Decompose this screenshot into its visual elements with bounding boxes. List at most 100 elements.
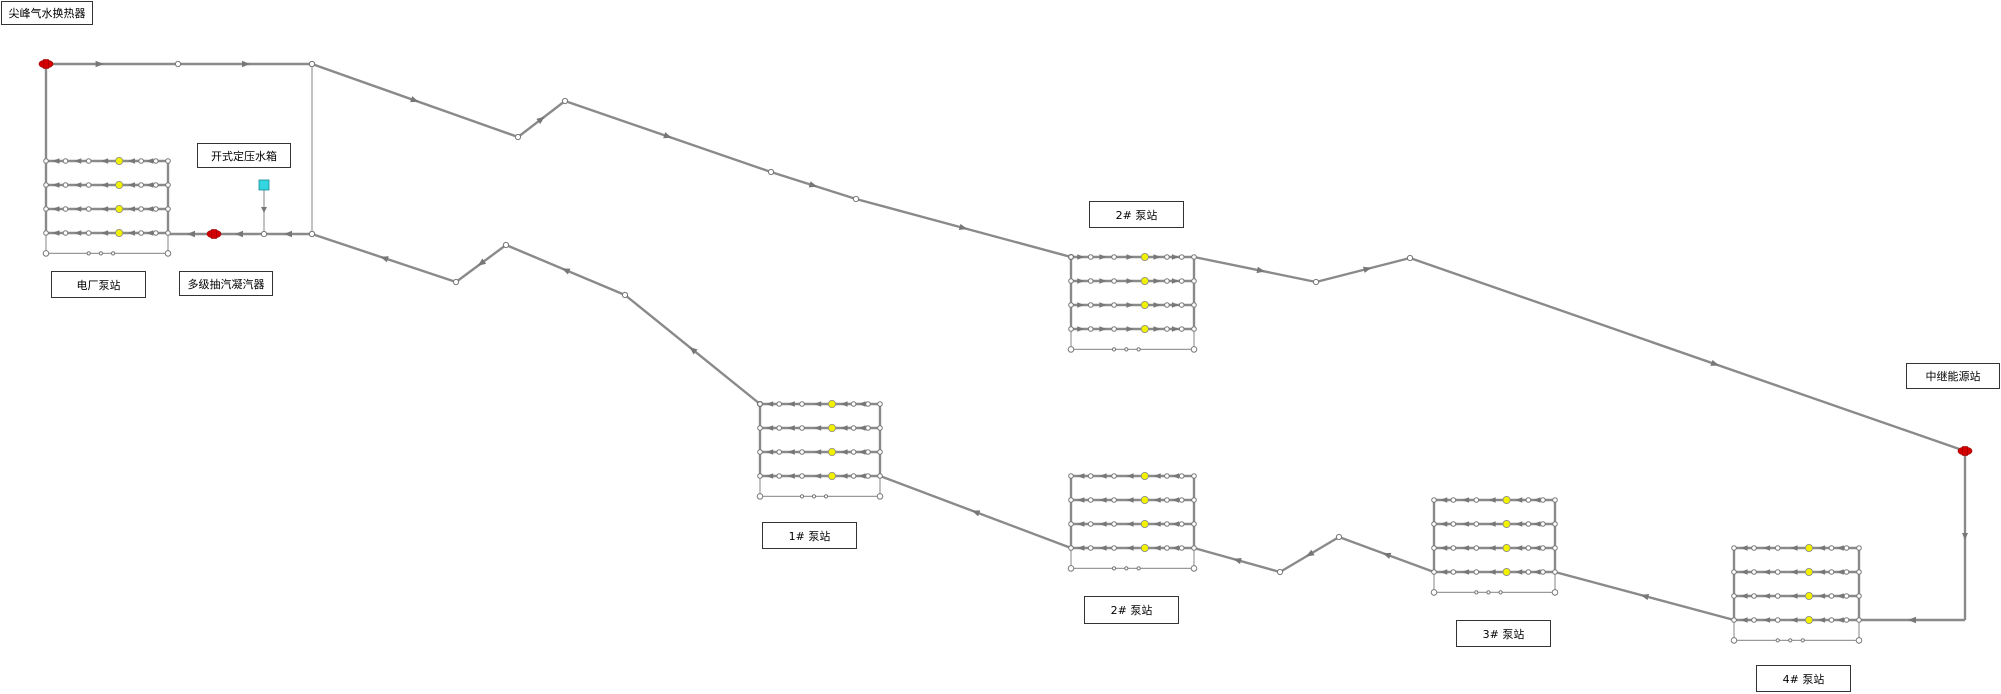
junction-node-icon[interactable] (43, 158, 49, 164)
pipe-segment[interactable] (1315, 256, 1411, 284)
junction-node-icon[interactable] (1178, 497, 1185, 503)
pump-icon[interactable] (1140, 520, 1149, 529)
junction-node-icon[interactable] (1774, 545, 1781, 551)
junction-node-icon[interactable] (1087, 473, 1094, 479)
junction-node-icon[interactable] (799, 494, 805, 499)
junction-node-icon[interactable] (85, 182, 92, 188)
pump-station-3[interactable] (1432, 497, 1557, 594)
junction-node-icon[interactable] (865, 401, 871, 407)
junction-node-icon[interactable] (1525, 545, 1532, 551)
junction-node-icon[interactable] (1164, 254, 1170, 260)
junction-node-icon[interactable] (1788, 638, 1793, 643)
junction-node-icon[interactable] (799, 473, 805, 479)
junction-node-icon[interactable] (1525, 569, 1532, 575)
junction-node-icon[interactable] (1164, 302, 1170, 308)
junction-node-icon[interactable] (1856, 593, 1862, 599)
junction-node-icon[interactable] (621, 291, 629, 299)
relay-energy-station-label[interactable]: 中继能源站 (1906, 363, 2000, 389)
junction-node-icon[interactable] (1731, 617, 1737, 623)
pump-icon[interactable] (1805, 592, 1814, 601)
junction-node-icon[interactable] (1855, 637, 1863, 644)
junction-node-icon[interactable] (1450, 497, 1457, 503)
junction-node-icon[interactable] (1164, 521, 1170, 527)
pump-icon[interactable] (1502, 568, 1511, 577)
junction-node-icon[interactable] (86, 251, 91, 256)
junction-node-icon[interactable] (1111, 278, 1117, 284)
power-plant-pump-station-label[interactable]: 电厂泵站 (51, 271, 146, 298)
junction-node-icon[interactable] (1068, 521, 1074, 527)
junction-node-icon[interactable] (1406, 254, 1414, 262)
junction-node-icon[interactable] (1751, 593, 1757, 599)
junction-node-icon[interactable] (260, 230, 268, 238)
junction-node-icon[interactable] (1111, 326, 1117, 332)
pump-station-3-label[interactable]: 3# 泵站 (1456, 620, 1551, 647)
junction-node-icon[interactable] (799, 449, 805, 455)
pump-icon[interactable] (828, 423, 837, 432)
junction-node-icon[interactable] (153, 230, 159, 236)
junction-node-icon[interactable] (1178, 278, 1185, 284)
junction-node-icon[interactable] (876, 493, 884, 500)
junction-node-icon[interactable] (153, 206, 159, 212)
pump-icon[interactable] (1140, 495, 1149, 504)
pump-station-2-top[interactable] (1069, 254, 1196, 350)
junction-node-icon[interactable] (1856, 569, 1862, 575)
pump-icon[interactable] (1140, 300, 1149, 309)
junction-node-icon[interactable] (1178, 521, 1185, 527)
junction-node-icon[interactable] (1178, 302, 1185, 308)
junction-node-icon[interactable] (1730, 637, 1738, 644)
junction-node-icon[interactable] (767, 168, 775, 176)
junction-node-icon[interactable] (850, 473, 857, 479)
junction-node-icon[interactable] (1068, 302, 1074, 308)
junction-node-icon[interactable] (165, 206, 171, 212)
pump-icon[interactable] (115, 156, 124, 165)
junction-node-icon[interactable] (850, 401, 857, 407)
pump-icon[interactable] (1140, 544, 1149, 553)
pipe-segment[interactable] (1193, 255, 1317, 284)
pump-icon[interactable] (115, 180, 124, 189)
pump-station-1-label[interactable]: 1# 泵站 (762, 522, 857, 549)
junction-node-icon[interactable] (1087, 497, 1094, 503)
junction-node-icon[interactable] (1856, 617, 1862, 623)
junction-node-icon[interactable] (865, 449, 871, 455)
junction-node-icon[interactable] (165, 182, 171, 188)
pump-icon[interactable] (1140, 276, 1149, 285)
junction-node-icon[interactable] (1111, 302, 1117, 308)
junction-node-icon[interactable] (757, 473, 763, 479)
junction-node-icon[interactable] (174, 60, 182, 68)
junction-node-icon[interactable] (1473, 521, 1480, 527)
junction-node-icon[interactable] (1774, 617, 1781, 623)
junction-node-icon[interactable] (1498, 590, 1503, 595)
junction-node-icon[interactable] (1111, 254, 1117, 260)
junction-node-icon[interactable] (1828, 545, 1835, 551)
junction-node-icon[interactable] (1473, 497, 1480, 503)
junction-node-icon[interactable] (1431, 497, 1437, 503)
junction-node-icon[interactable] (1067, 346, 1075, 353)
junction-node-icon[interactable] (1178, 254, 1185, 260)
junction-node-icon[interactable] (1430, 589, 1438, 596)
junction-node-icon[interactable] (165, 158, 171, 164)
junction-node-icon[interactable] (850, 425, 857, 431)
pump-icon[interactable] (1140, 324, 1149, 333)
junction-node-icon[interactable] (1087, 302, 1094, 308)
junction-node-icon[interactable] (877, 473, 883, 479)
junction-node-icon[interactable] (1178, 326, 1185, 332)
junction-node-icon[interactable] (1191, 473, 1197, 479)
junction-node-icon[interactable] (62, 206, 69, 212)
junction-node-icon[interactable] (85, 230, 92, 236)
junction-node-icon[interactable] (1312, 278, 1320, 286)
junction-node-icon[interactable] (1068, 473, 1074, 479)
pump-station-2-bottom-label[interactable]: 2# 泵站 (1084, 596, 1179, 624)
junction-node-icon[interactable] (42, 250, 50, 257)
junction-node-icon[interactable] (1751, 545, 1757, 551)
junction-node-icon[interactable] (1067, 565, 1075, 572)
junction-node-icon[interactable] (1087, 254, 1094, 260)
valve-icon[interactable] (38, 59, 54, 69)
junction-node-icon[interactable] (1068, 497, 1074, 503)
junction-node-icon[interactable] (1473, 545, 1480, 551)
junction-node-icon[interactable] (1525, 521, 1532, 527)
junction-node-icon[interactable] (1164, 497, 1170, 503)
junction-node-icon[interactable] (1774, 569, 1781, 575)
pump-station-4[interactable] (1732, 545, 1861, 642)
junction-node-icon[interactable] (153, 182, 159, 188)
pump-station-2-bottom[interactable] (1069, 473, 1196, 570)
